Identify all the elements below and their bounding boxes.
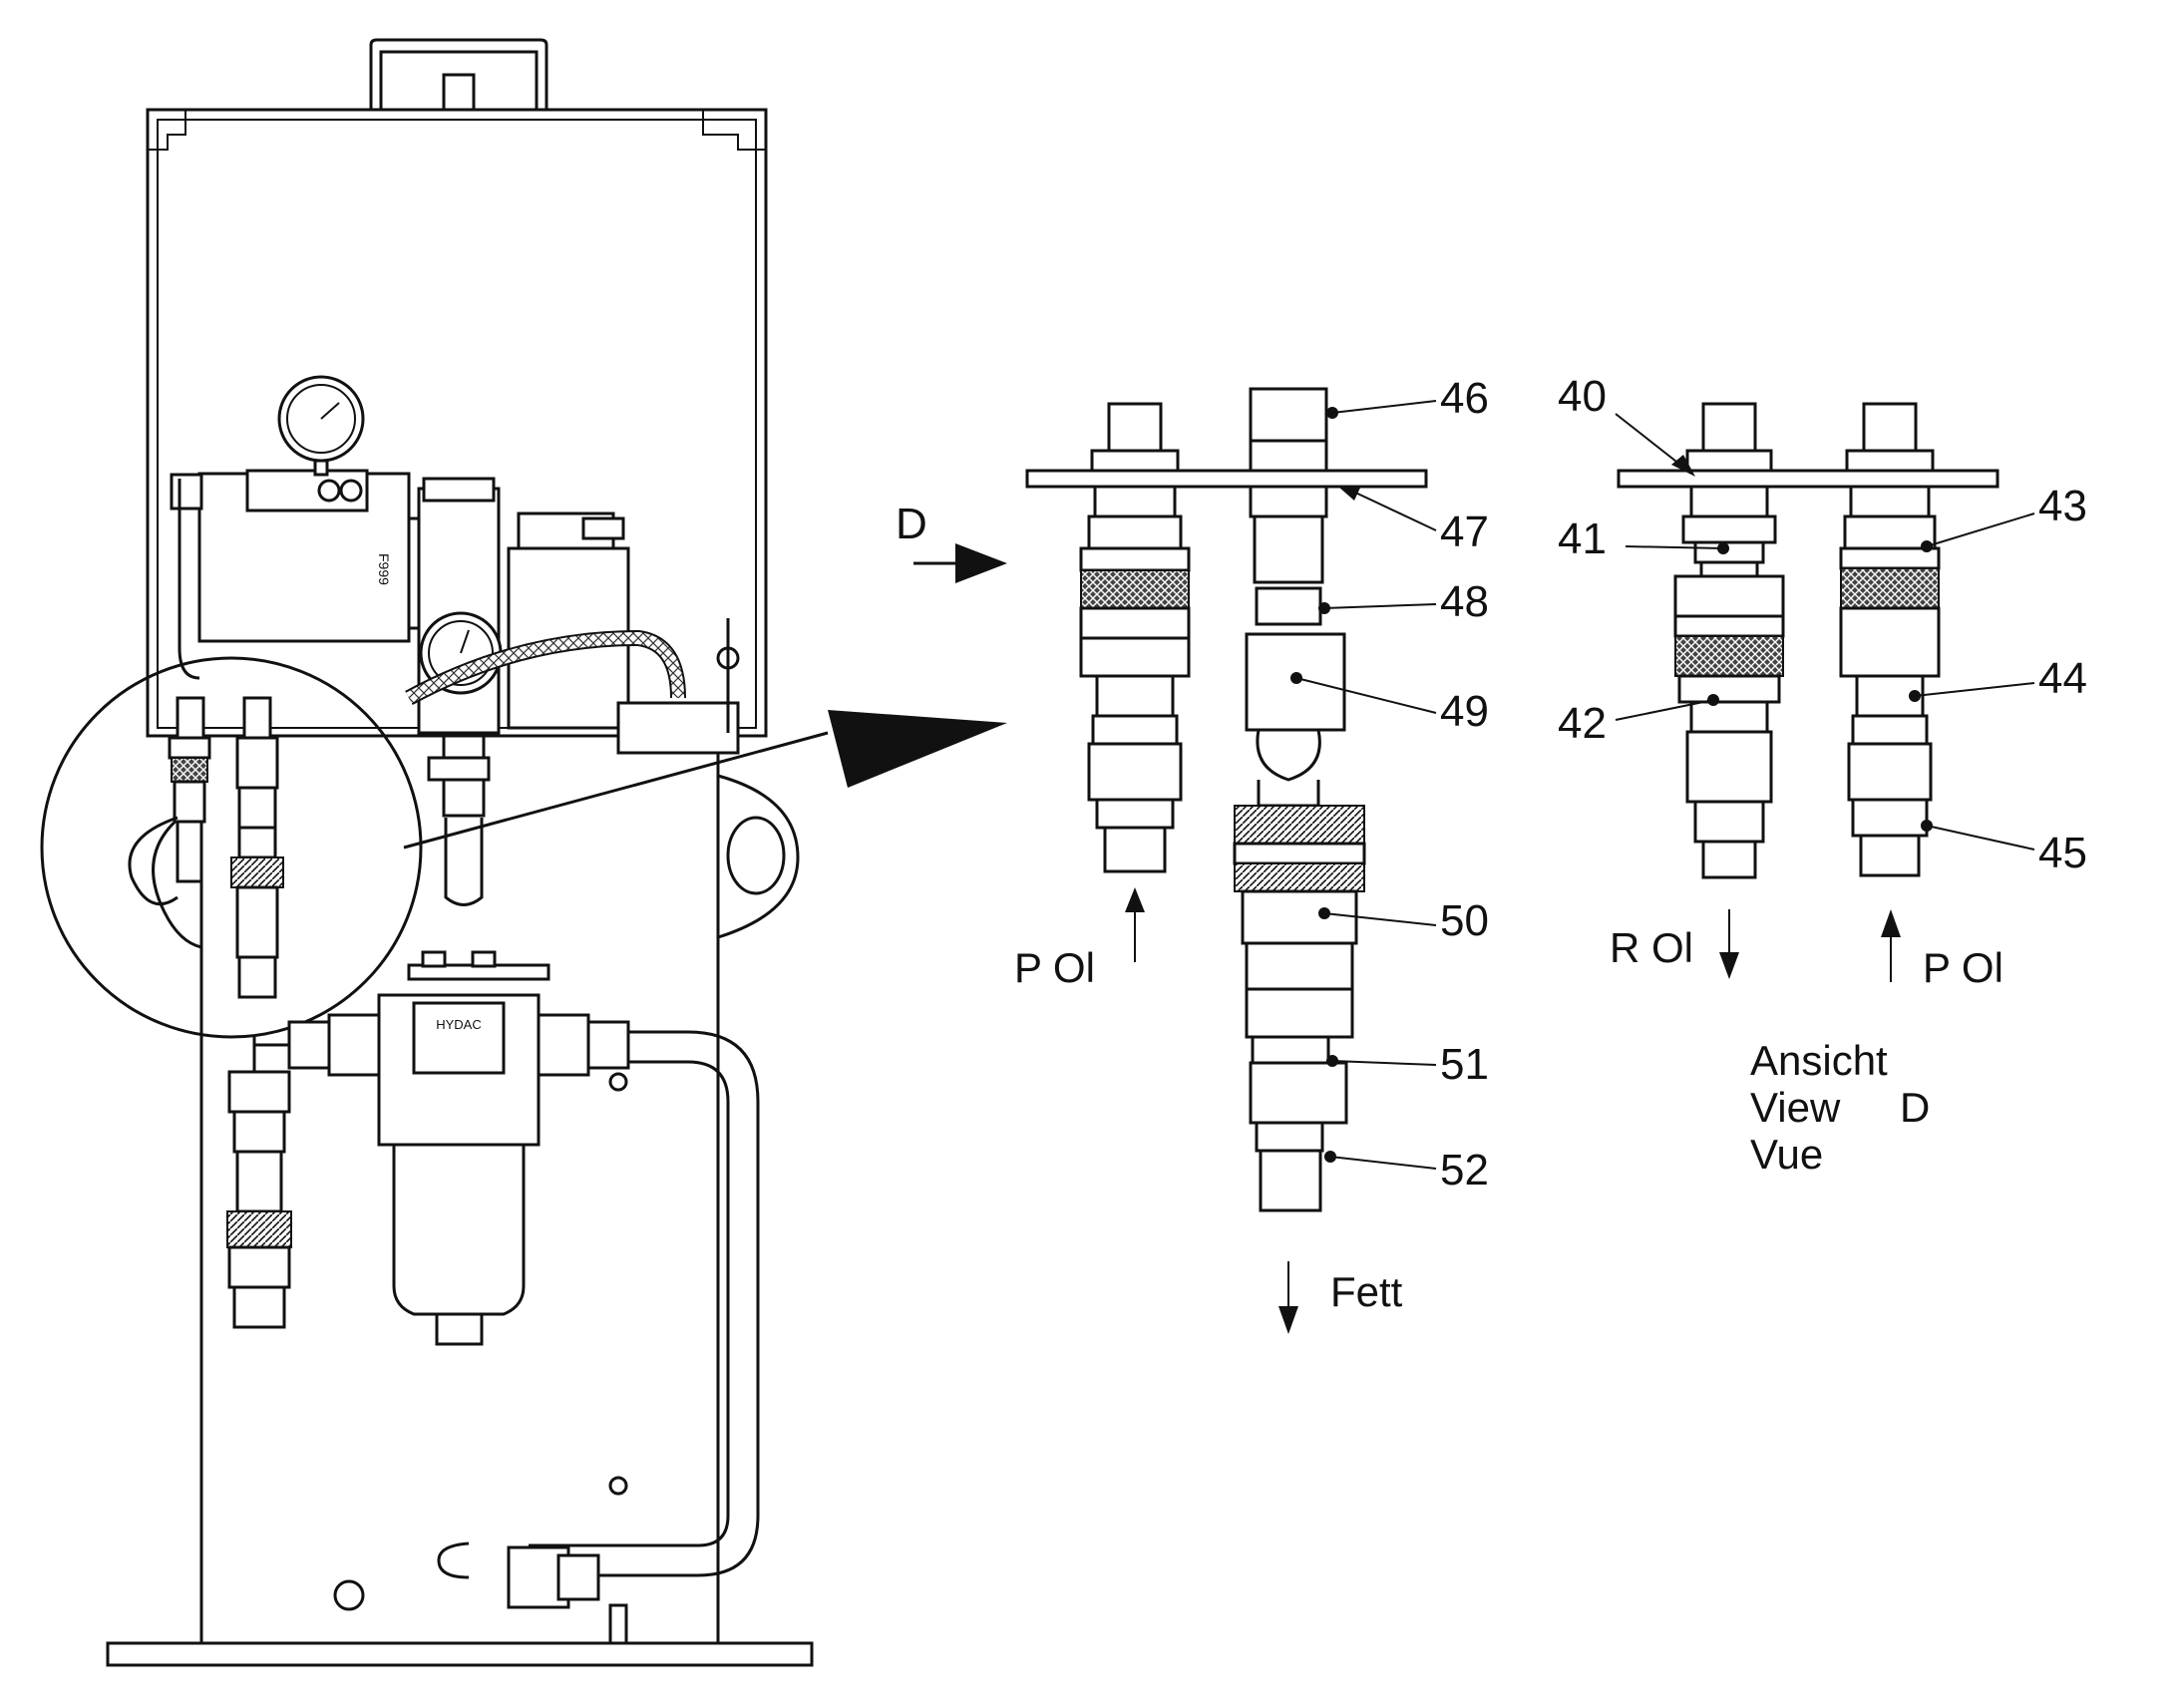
grease-assembly-center xyxy=(1233,387,1366,1212)
callout-46: 46 xyxy=(1440,374,1489,423)
arrow-up-icon xyxy=(1125,887,1145,912)
arrow-up-icon xyxy=(1881,909,1901,937)
mounting-plate-middle xyxy=(1025,469,1428,489)
callout-40: 40 xyxy=(1558,372,1607,421)
callout-45: 45 xyxy=(2038,829,2087,877)
callout-52: 52 xyxy=(1440,1146,1489,1195)
label-r-oil: R Ol xyxy=(1610,924,1693,971)
callout-41: 41 xyxy=(1558,514,1607,563)
label-p-oil-right: P Ol xyxy=(1923,944,2003,991)
coupling-r-oil xyxy=(1673,402,1785,879)
callout-44: 44 xyxy=(2038,654,2087,703)
callout-leaders xyxy=(1290,400,2035,1170)
view-d-indicator: D xyxy=(896,500,1007,583)
arrow-down-icon xyxy=(1719,952,1739,979)
arrow-down-icon xyxy=(1278,1306,1298,1334)
gauge-tag: F999 xyxy=(376,553,392,585)
view-arrow-letter: D xyxy=(896,500,927,548)
label-p-oil-left: P Ol xyxy=(1014,944,1095,991)
callout-47: 47 xyxy=(1440,508,1489,556)
machine-overview: F999 xyxy=(40,38,1007,1667)
callout-51: 51 xyxy=(1440,1040,1489,1089)
caption-ansicht: Ansicht xyxy=(1750,1037,1888,1084)
caption-view: View xyxy=(1750,1084,1841,1131)
caption-vue: Vue xyxy=(1750,1131,1823,1178)
label-fett: Fett xyxy=(1330,1268,1403,1315)
callout-49: 49 xyxy=(1440,687,1489,736)
callout-48: 48 xyxy=(1440,577,1489,626)
filter-label: HYDAC xyxy=(436,1017,482,1032)
callout-42: 42 xyxy=(1558,699,1607,748)
coupling-p-oil-left xyxy=(1079,402,1191,873)
callout-43: 43 xyxy=(2038,482,2087,530)
callout-50: 50 xyxy=(1440,896,1489,945)
mounting-plate-right xyxy=(1617,469,1999,489)
caption-view-letter: D xyxy=(1900,1084,1930,1131)
view-arrow-icon xyxy=(955,543,1007,583)
